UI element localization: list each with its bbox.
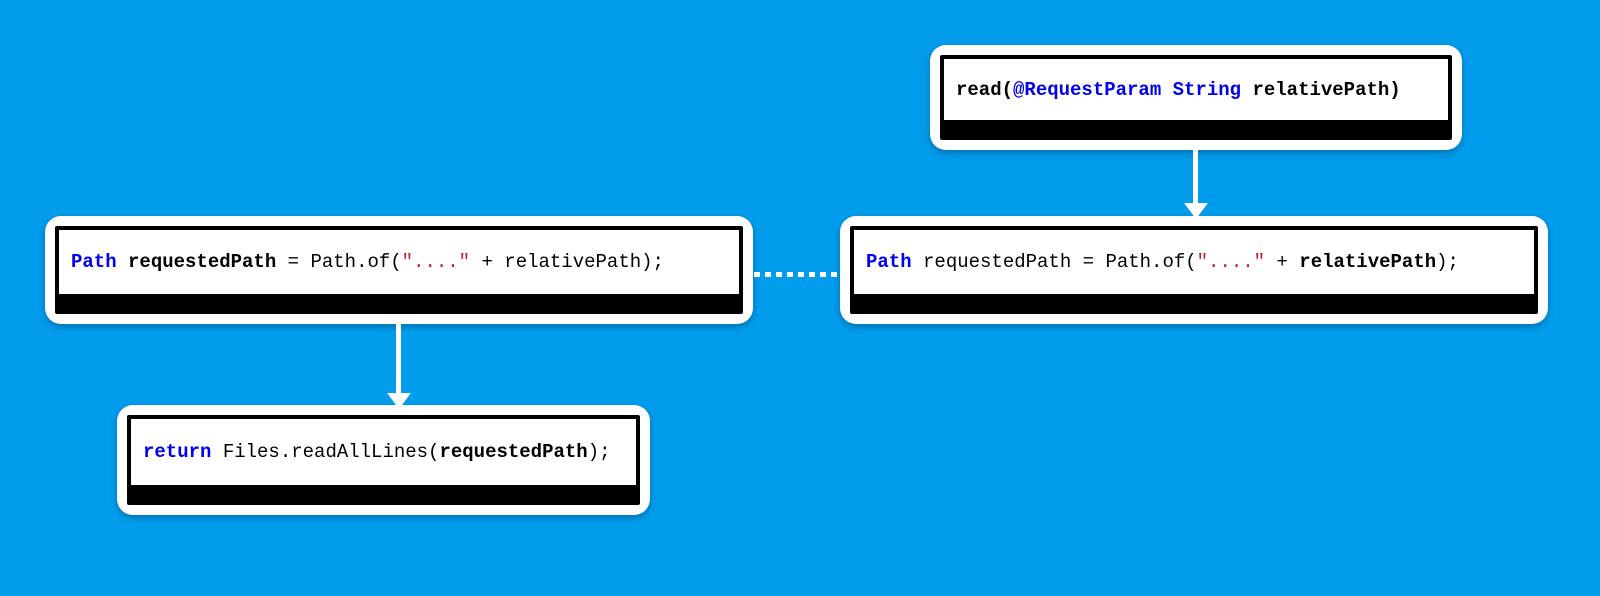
arrow-head-down-icon xyxy=(1184,203,1208,219)
code-token: + xyxy=(1265,251,1300,273)
node-footer-bar xyxy=(944,120,1448,136)
code-line-path-of-left: Path requestedPath = Path.of("...." + re… xyxy=(59,230,739,294)
node-return-readalllines: return Files.readAllLines(requestedPath)… xyxy=(117,405,650,515)
node-read-endpoint: read(@RequestParam String relativePath) xyxy=(930,45,1462,150)
arrow-head-down-icon xyxy=(387,393,411,409)
node-path-of-left: Path requestedPath = Path.of("...." + re… xyxy=(45,216,753,324)
node-footer-bar xyxy=(131,485,636,501)
code-token: requestedPath xyxy=(439,441,588,463)
code-token: relativePath xyxy=(1299,251,1437,273)
code-token: ); xyxy=(587,441,611,463)
node-read-endpoint-frame: read(@RequestParam String relativePath) xyxy=(940,55,1452,140)
code-line-read-endpoint: read(@RequestParam String relativePath) xyxy=(944,59,1448,120)
arrow-pathleft-to-return-line xyxy=(396,322,401,394)
code-token: + relativePath); xyxy=(470,251,664,273)
code-token xyxy=(117,251,128,273)
code-token: "...." xyxy=(1196,251,1266,273)
arrow-read-to-pathright-line xyxy=(1193,148,1198,204)
code-token: Files.readAllLines( xyxy=(211,441,440,463)
node-footer-bar xyxy=(854,294,1534,310)
code-token: requestedPath xyxy=(128,251,277,273)
code-token: = Path.of( xyxy=(276,251,402,273)
code-token: relativePath) xyxy=(1252,78,1401,101)
code-token: Path xyxy=(866,251,912,273)
dotted-link-pathleft-pathright xyxy=(754,272,840,277)
code-token xyxy=(1241,79,1252,101)
code-token: @RequestParam String xyxy=(1013,78,1242,101)
node-footer-bar xyxy=(59,294,739,310)
code-line-return-readalllines: return Files.readAllLines(requestedPath)… xyxy=(131,419,636,485)
code-token: "...." xyxy=(401,251,471,273)
node-path-of-right-frame: Path requestedPath = Path.of("...." + re… xyxy=(850,226,1538,314)
code-token: read( xyxy=(956,78,1014,101)
code-token: ); xyxy=(1436,251,1459,273)
node-path-of-right: Path requestedPath = Path.of("...." + re… xyxy=(840,216,1548,324)
code-token: return xyxy=(143,441,212,463)
code-line-path-of-right: Path requestedPath = Path.of("...." + re… xyxy=(854,230,1534,294)
code-token: requestedPath = Path.of( xyxy=(911,251,1197,273)
code-token: Path xyxy=(71,251,117,273)
node-path-of-left-frame: Path requestedPath = Path.of("...." + re… xyxy=(55,226,743,314)
node-return-readalllines-frame: return Files.readAllLines(requestedPath)… xyxy=(127,415,640,505)
